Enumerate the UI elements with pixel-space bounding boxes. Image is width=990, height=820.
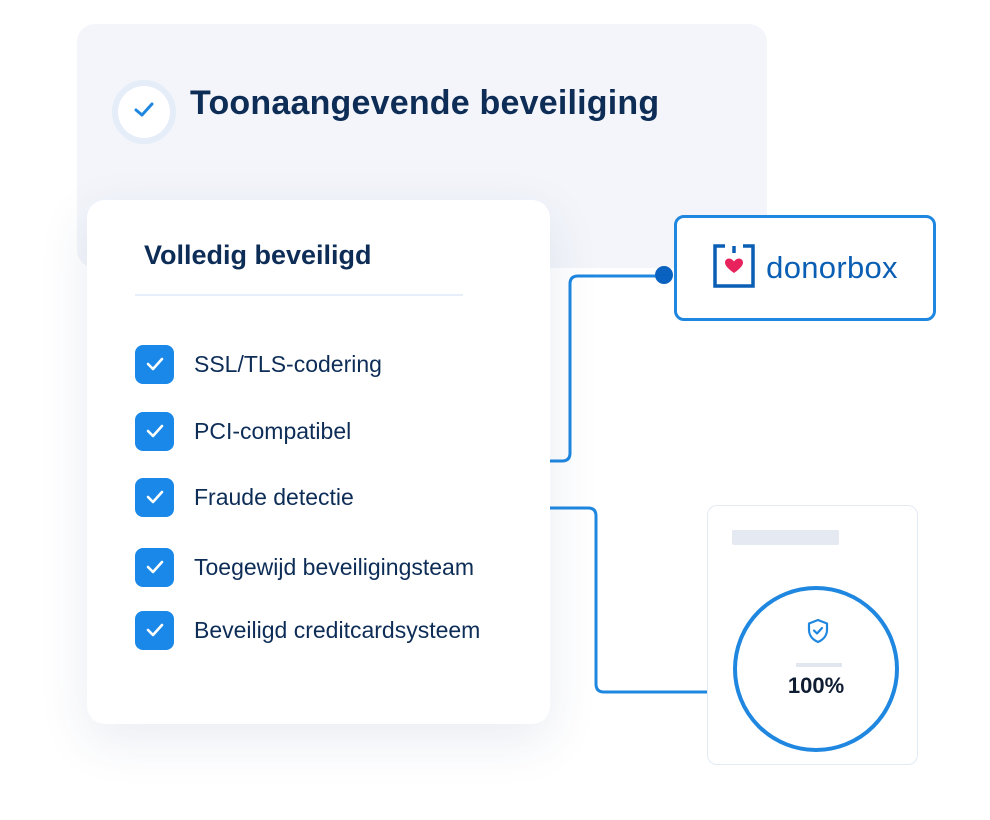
feature-label: SSL/TLS-codering [194, 350, 382, 377]
feature-item: Fraude detectie [135, 477, 354, 517]
score-value: 100% [787, 673, 845, 698]
placeholder-bar [732, 530, 839, 545]
checkbox-checked-icon[interactable] [135, 411, 174, 451]
box-heart-icon [712, 243, 756, 294]
checkbox-checked-icon[interactable] [135, 344, 174, 384]
feature-item: SSL/TLS-codering [135, 344, 382, 384]
checkbox-checked-icon[interactable] [135, 610, 174, 650]
feature-label: PCI-compatibel [194, 417, 352, 444]
security-features-card: Volledig beveiligd SSL/TLS-codering PCI-… [87, 200, 550, 724]
feature-label: Fraude detectie [194, 483, 354, 510]
logo-text: donorbox [766, 250, 898, 285]
placeholder-bar [796, 663, 842, 667]
feature-label: Beveiligd creditcardsysteem [194, 616, 481, 643]
checkbox-checked-icon[interactable] [135, 547, 174, 587]
header-check-badge [118, 86, 170, 138]
feature-label: Toegewijd beveiligingsteam [194, 553, 474, 580]
feature-item: Toegewijd beveiligingsteam [135, 547, 474, 587]
card-title: Volledig beveiligd [144, 240, 372, 270]
page-title: Toonaangevende beveiliging [190, 84, 660, 122]
security-score-card: 100% [707, 505, 918, 765]
check-icon [133, 101, 155, 124]
shield-check-icon [806, 618, 830, 649]
feature-item: Beveiligd creditcardsysteem [135, 610, 481, 650]
score-ring: 100% [733, 586, 899, 752]
checkbox-checked-icon[interactable] [135, 477, 174, 517]
donorbox-logo-box: donorbox [674, 215, 936, 321]
feature-item: PCI-compatibel [135, 411, 352, 451]
divider [135, 294, 463, 296]
